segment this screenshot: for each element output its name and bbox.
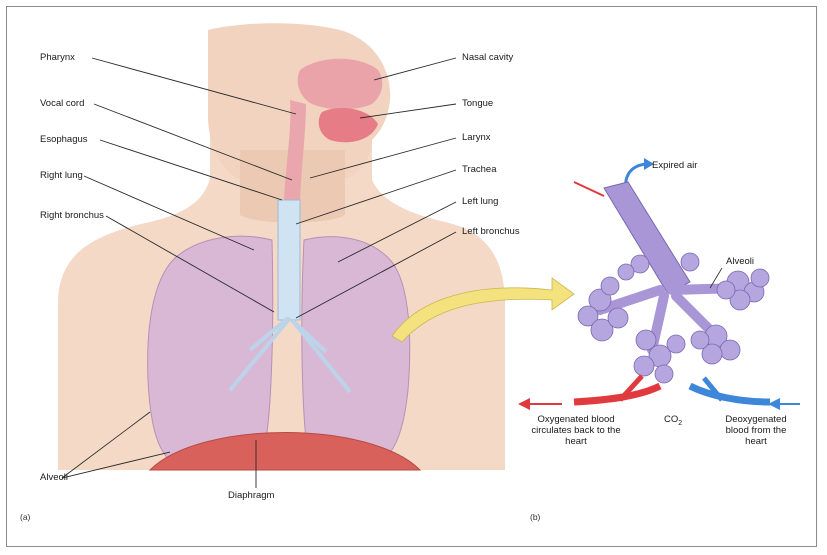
- label-vocal-cord: Vocal cord: [40, 98, 84, 109]
- panel-a-tag: (a): [20, 512, 30, 522]
- co2-text: CO: [664, 414, 678, 425]
- label-left-bronchus: Left bronchus: [462, 226, 520, 237]
- label-pharynx: Pharynx: [40, 52, 75, 63]
- label-tongue: Tongue: [462, 98, 493, 109]
- label-alveoli-b: Alveoli: [726, 256, 754, 267]
- label-trachea: Trachea: [462, 164, 497, 175]
- label-deoxygenated-blood: Deoxygenated blood from the heart: [716, 414, 796, 447]
- label-esophagus: Esophagus: [40, 134, 88, 145]
- bronchiole: [604, 182, 690, 294]
- trachea-shape: [278, 200, 300, 320]
- label-right-lung: Right lung: [40, 170, 83, 181]
- label-co2: CO2: [664, 414, 682, 429]
- label-oxygenated-blood: Oxygenated blood circulates back to the …: [528, 414, 624, 447]
- right-lung: [148, 236, 273, 465]
- label-left-lung: Left lung: [462, 196, 498, 207]
- label-expired-air: Expired air: [652, 160, 697, 171]
- oxygenated-vessel: [574, 386, 660, 402]
- nasal-cavity: [298, 59, 383, 110]
- label-diaphragm: Diaphragm: [228, 490, 274, 501]
- label-alveoli-a: Alveoli: [40, 472, 68, 483]
- panel-b-tag: (b): [530, 512, 540, 522]
- deoxygenated-vessel: [690, 386, 770, 402]
- label-right-bronchus: Right bronchus: [40, 210, 104, 221]
- label-nasal-cavity: Nasal cavity: [462, 52, 513, 63]
- co2-subscript: 2: [678, 420, 682, 427]
- torso: [58, 23, 505, 470]
- label-larynx: Larynx: [462, 132, 491, 143]
